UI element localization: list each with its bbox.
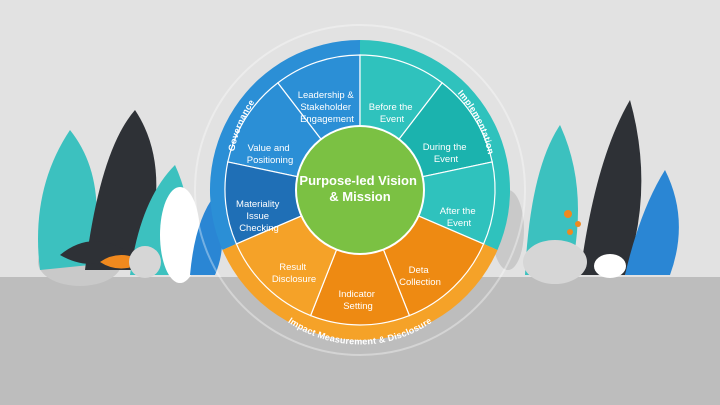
label-data-collection: Deta Collection: [399, 265, 441, 288]
label-result-disclosure: Result Disclosure: [272, 262, 316, 285]
left-plants-illustration: [38, 110, 223, 286]
label-indicator-setting: Indicator Setting: [338, 289, 377, 312]
label-value-positioning: Value and Positioning: [247, 143, 293, 166]
halo-ring: [194, 24, 526, 356]
label-leadership-stakeholder: Leadership & Stakeholder Engagement: [298, 90, 357, 125]
label-materiality-issue: Materiality Issue Checking: [236, 199, 282, 234]
implementation-band: [360, 39, 511, 250]
label-before-event: Before the Event: [369, 102, 415, 125]
center-title: Purpose-led Vision & Mission: [299, 173, 420, 204]
center-circle: [295, 125, 425, 255]
impact-band: [222, 243, 498, 341]
label-after-event: After the Event: [440, 206, 479, 229]
label-during-event: During the Event: [423, 142, 469, 165]
right-plants-illustration: [492, 100, 679, 284]
governance-band: [209, 40, 360, 250]
